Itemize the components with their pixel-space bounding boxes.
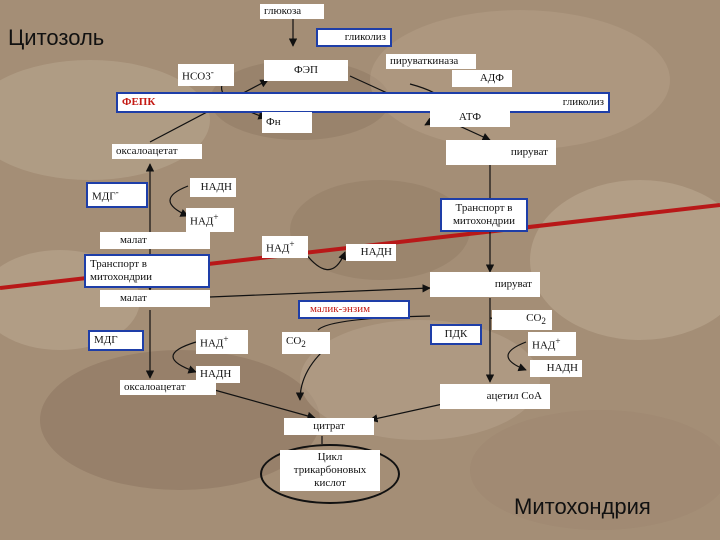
pyruvate-kinase-label: пируваткиназа <box>386 54 476 69</box>
malic-enzyme-label: малик-энзим <box>298 300 410 319</box>
nad-charge: + <box>213 212 219 222</box>
nadh-node-3: НАДН <box>196 366 240 383</box>
pdh-complex-box: ПДК <box>430 324 482 345</box>
co2-node-1: CO2 <box>492 310 552 331</box>
oxaloacetate-to-citrate-arrow <box>199 385 316 421</box>
glucose-node: глюкоза <box>260 4 324 19</box>
nadh-node-4: НАДН <box>530 360 582 377</box>
nad-text: НАД <box>200 337 224 350</box>
mito-transport-box-1: Транспорт в митохондрии <box>440 198 528 232</box>
nad-text: НАД <box>532 339 556 352</box>
co2-text: CO <box>286 335 302 347</box>
atp-node: АТФ <box>430 108 510 127</box>
nadh-node-2: НАДН <box>346 244 396 261</box>
pyruvate-node-1: пируват <box>446 140 556 165</box>
phosphate-node: Фн <box>262 112 312 133</box>
nadh-node-1: НАДН <box>190 178 236 197</box>
nadh-nad-curve-1 <box>169 185 189 217</box>
pyruvate-node-2: пируват <box>430 272 540 297</box>
glycolysis-node-2: гликолиз <box>562 96 604 108</box>
pepck-enzyme-band: ФЕПК гликолиз <box>116 92 610 113</box>
citrate-node: цитрат <box>284 418 374 435</box>
co2-subscript: 2 <box>541 316 546 327</box>
malate-to-pyruvate-arrow <box>209 284 431 298</box>
nad-node-1: НАД+ <box>186 208 234 232</box>
mdh-node-2: МДГ <box>88 330 144 351</box>
mitochondria-label: Митохондрия <box>514 494 651 519</box>
nad-node-4: НАД+ <box>528 332 576 356</box>
pep-node: ФЭП <box>264 60 348 81</box>
nad-node-2: НАД+ <box>262 236 308 258</box>
glycolysis-node-1: гликолиз <box>316 28 392 47</box>
adp-node: АДФ <box>452 70 512 87</box>
mdh-charge: - <box>115 187 119 197</box>
nad-nadh-curve-3 <box>172 341 197 374</box>
oxaloacetate-node-1: оксалоацетат <box>112 144 202 159</box>
co2-text: CO <box>526 312 542 324</box>
tca-cycle-ellipse <box>260 444 400 504</box>
hco3-charge: - <box>210 67 214 77</box>
nad-nadh-curve-4 <box>507 341 527 372</box>
nad-text: НАД <box>266 242 290 255</box>
mdh-node-1: МДГ- <box>86 182 148 208</box>
tca-cycle-label: Цикл трикарбоновых кислот <box>280 450 380 491</box>
acetyl-coa-node: ацетил СоА <box>440 384 550 409</box>
nad-node-3: НАД+ <box>196 330 248 354</box>
malate-node-1: малат <box>100 232 210 249</box>
co2-node-2: CO2 <box>282 332 330 355</box>
mito-transport-box-2: Транспорт в митохондрии <box>84 254 210 288</box>
nad-charge: + <box>555 336 561 346</box>
pepck-label: ФЕПК <box>122 96 156 108</box>
oxaloacetate-node-2: оксалоацетат <box>120 380 216 395</box>
hco3-node: HCO3- <box>178 64 234 86</box>
malate-node-2: малат <box>100 290 210 307</box>
cytosol-label: Цитозоль <box>8 25 105 50</box>
nad-charge: + <box>289 239 295 249</box>
co2-curve-2 <box>295 351 323 401</box>
co2-subscript: 2 <box>301 339 306 350</box>
nad-charge: + <box>223 334 229 344</box>
hco3-text: HCO3 <box>182 70 211 83</box>
mdh-text: МДГ <box>92 190 116 203</box>
nad-text: НАД <box>190 215 214 228</box>
